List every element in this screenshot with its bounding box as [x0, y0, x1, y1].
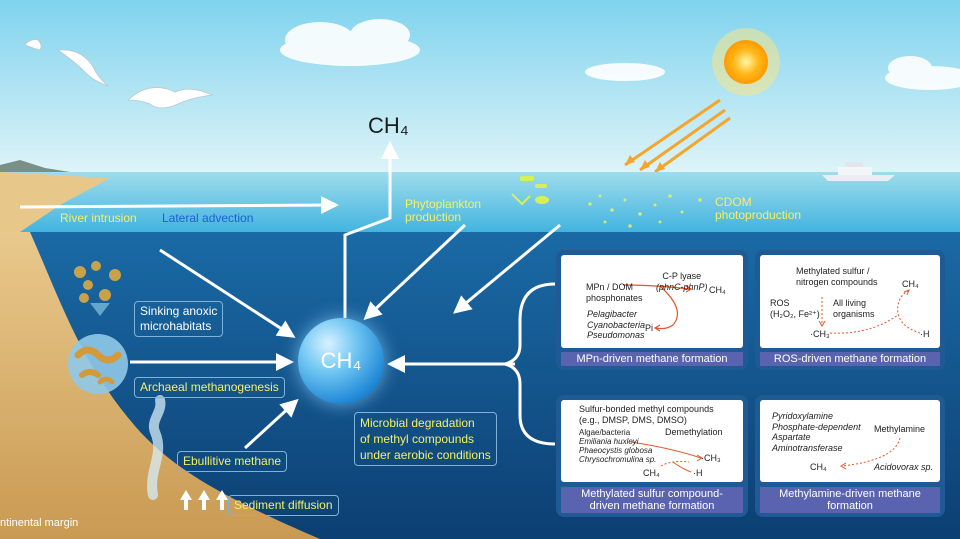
- ros-agents: ROS (H₂O₂, Fe²⁺): [770, 298, 820, 319]
- ros-organisms: All living organisms: [833, 298, 875, 319]
- mpn-organism-3: Pseudomonas: [587, 330, 645, 340]
- microbial-label-line-3: under aerobic conditions: [360, 448, 491, 462]
- ros-methyl-radical: ·CH₃: [810, 329, 830, 339]
- panel-sulfur-title: Methylated sulfur compound- driven metha…: [561, 487, 743, 513]
- sulfur-source-line-2: (e.g., DMSP, DMS, DMSO): [579, 414, 687, 425]
- phytoplankton-icon: [511, 176, 549, 206]
- ros-source-line-2: nitrogen compounds: [796, 276, 878, 287]
- archaeal-methanogenesis-label: Archaeal methanogenesis: [134, 377, 285, 398]
- microbial-label-line-1: Microbial degradation: [360, 416, 475, 430]
- cdom-label-line-2: photoproduction: [715, 208, 802, 222]
- central-methane-bubble: CH₄: [298, 318, 384, 404]
- mpn-source: MPn / DOM phosphonates: [586, 282, 643, 303]
- sulfur-organism-4: Chrysochromulina sp.: [579, 455, 657, 464]
- sinking-particles-icon: [74, 261, 121, 303]
- mpn-byproduct: Pi: [645, 323, 654, 333]
- sulfur-organism-2: Emiliania huxleyi: [579, 437, 639, 446]
- panel-methylamine-title: Methylamine-driven methane formation: [760, 487, 940, 513]
- phytoplankton-label-line-2: production: [405, 210, 462, 224]
- phytoplankton-label-line-1: Phytoplankton: [405, 197, 482, 211]
- methylamine-enzyme-line-4: Aminotransferase: [772, 442, 843, 453]
- ros-organisms-line-1: All living: [833, 298, 867, 308]
- ebullitive-methane-label: Ebullitive methane: [177, 451, 288, 472]
- panel-mpn-driven: MPn / DOM phosphonates C-P lyase (phnC-p…: [556, 250, 748, 370]
- ros-pathway-arrows: [818, 289, 921, 334]
- continental-margin-label: ntinental margin: [0, 517, 79, 529]
- sulfur-product: CH₄: [643, 468, 660, 478]
- atmospheric-methane-label: CH₄: [368, 113, 409, 138]
- sulfur-title-line-1: Methylated sulfur compound-: [581, 488, 723, 500]
- mpn-product: CH₄: [709, 285, 726, 295]
- panel-methylamine-driven: Pyridoxylamine Phosphate-dependent Aspar…: [755, 395, 945, 517]
- mpn-organism-2: Cyanobacteria: [587, 319, 646, 330]
- sulfur-process: Demethylation: [665, 427, 723, 437]
- sulfur-source-line-1: Sulfur-bonded methyl compounds: [579, 404, 714, 414]
- mpn-organisms: Pelagibacter Cyanobacteria Pseudomonas: [587, 309, 645, 341]
- ros-organisms-line-2: organisms: [833, 308, 875, 319]
- sun-icon: [712, 28, 780, 96]
- mpn-enzyme: C-P lyase (phnC-phnP): [656, 271, 708, 292]
- ship-icon: [822, 162, 895, 181]
- sediment-diffusion-arrows: [180, 490, 228, 510]
- ros-agents-line-1: ROS: [770, 298, 790, 308]
- sulfur-h-radical: ·H: [693, 468, 703, 478]
- mpn-organism-1: Pelagibacter: [587, 309, 638, 319]
- ros-agents-line-2: (H₂O₂, Fe²⁺): [770, 308, 820, 319]
- mpn-source-line-1: MPn / DOM: [586, 282, 634, 292]
- cdom-label-line-1: CDOM: [715, 195, 752, 209]
- methylamine-source: Methylamine: [874, 424, 926, 434]
- methylamine-enzyme-line-2: Phosphate-dependent: [772, 421, 861, 432]
- sulfur-organism-1: Algae/bacteria: [579, 428, 631, 437]
- sulfur-methyl-radical: ·CH₃: [701, 453, 721, 463]
- panel-mpn-title: MPn-driven methane formation: [561, 352, 743, 366]
- methylamine-title-line-2: formation: [827, 500, 873, 512]
- sunlight-rays: [624, 98, 731, 174]
- sulfur-organisms: Algae/bacteria Emiliania huxleyi Phaeocy…: [579, 428, 656, 464]
- sulfur-title-lines: Methylated sulfur compound- driven metha…: [581, 488, 723, 512]
- sinking-label-line-1: Sinking anoxic: [140, 304, 218, 318]
- methylamine-enzyme-line-1: Pyridoxylamine: [772, 411, 834, 421]
- archaea-icon: [68, 334, 128, 394]
- ebullition-plume-icon: [147, 395, 166, 500]
- river-intrusion-label: River intrusion: [60, 211, 137, 225]
- methylamine-enzyme: Pyridoxylamine Phosphate-dependent Aspar…: [772, 411, 861, 453]
- flow-arrows: [19, 141, 561, 450]
- microbial-degradation-label: Microbial degradation of methyl compound…: [354, 412, 497, 466]
- panel-mpn-content: MPn / DOM phosphonates C-P lyase (phnC-p…: [561, 255, 743, 348]
- ros-source: Methylated sulfur / nitrogen compounds: [796, 266, 878, 287]
- sulfur-organism-3: Phaeocystis globosa: [579, 446, 653, 455]
- methylamine-title-line-1: Methylamine-driven methane: [779, 488, 921, 500]
- sulfur-source: Sulfur-bonded methyl compounds (e.g., DM…: [579, 404, 714, 425]
- sediment-diffusion-label: Sediment diffusion: [228, 495, 339, 516]
- cdom-photoproduction-label: CDOM photoproduction: [715, 196, 801, 222]
- mpn-pathway-arrows: [622, 284, 693, 332]
- methylamine-title-lines: Methylamine-driven methane formation: [779, 488, 921, 512]
- methylamine-enzyme-line-3: Aspartate: [772, 432, 811, 442]
- mpn-source-line-2: phosphonates: [586, 292, 643, 303]
- lateral-advection-label: Lateral advection: [162, 211, 254, 225]
- ros-source-line-1: Methylated sulfur /: [796, 266, 870, 276]
- panel-ros-title: ROS-driven methane formation: [760, 352, 940, 366]
- microbial-label-line-2: of methyl compounds: [360, 432, 475, 446]
- ros-product: CH₄: [902, 279, 919, 289]
- panel-sulfur-driven: Sulfur-bonded methyl compounds (e.g., DM…: [556, 395, 748, 517]
- sulfur-title-line-2: driven methane formation: [589, 500, 715, 512]
- mpn-enzyme-line-1: C-P lyase: [662, 271, 702, 281]
- sinking-label-line-2: microhabitats: [140, 319, 212, 333]
- mpn-enzyme-line-2: (phnC-phnP): [656, 281, 708, 292]
- panel-ros-driven: Methylated sulfur / nitrogen compounds C…: [755, 250, 945, 370]
- panel-sulfur-content: Sulfur-bonded methyl compounds (e.g., DM…: [561, 400, 743, 482]
- panel-ros-content: Methylated sulfur / nitrogen compounds C…: [760, 255, 940, 348]
- seagull-icon: [24, 39, 214, 109]
- panel-methylamine-content: Pyridoxylamine Phosphate-dependent Aspar…: [760, 400, 940, 482]
- sinking-microhabitats-label: Sinking anoxic microhabitats: [134, 301, 224, 337]
- ros-h-radical: ·H: [920, 329, 930, 339]
- cloud: [280, 19, 960, 90]
- sulfur-pathway-arrows: [630, 441, 703, 473]
- phytoplankton-production-label: Phytoplankton production: [405, 198, 481, 224]
- methylamine-product: CH₄: [810, 462, 827, 472]
- methylamine-pathway-arrows: [840, 437, 901, 470]
- methylamine-organism: Acidovorax sp.: [874, 462, 934, 472]
